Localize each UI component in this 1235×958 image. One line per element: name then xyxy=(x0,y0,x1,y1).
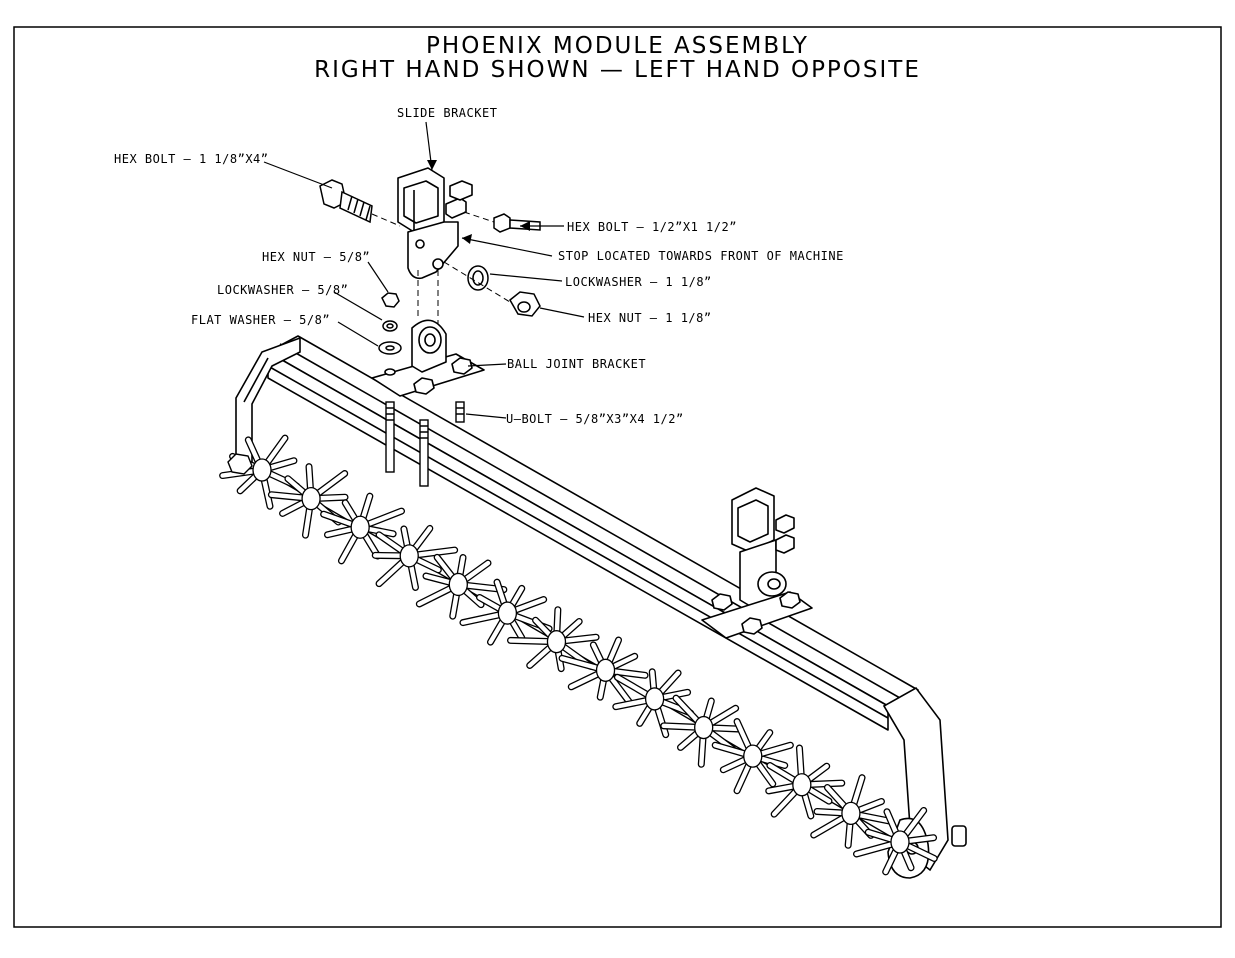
label-hex-bolt-1-1-8: HEX BOLT — 1 1/8”X4” xyxy=(114,153,269,165)
hub-disc xyxy=(351,516,369,538)
hub-disc xyxy=(400,545,418,567)
slide-bracket xyxy=(398,168,472,278)
label-ball-joint-bracket: BALL JOINT BRACKET xyxy=(507,358,646,370)
title-line-2: RIGHT HAND SHOWN — LEFT HAND OPPOSITE xyxy=(0,59,1235,82)
label-u-bolt: U—BOLT — 5/8”X3”X4 1/2” xyxy=(506,413,684,425)
label-hex-nut-1-1-8: HEX NUT — 1 1/8” xyxy=(588,312,712,324)
label-lockwasher-5-8: LOCKWASHER — 5/8” xyxy=(217,284,348,296)
tine-hub xyxy=(324,496,402,561)
label-hex-nut-5-8: HEX NUT — 5/8” xyxy=(262,251,370,263)
hub-disc xyxy=(498,602,516,624)
tine-hub xyxy=(769,748,842,816)
small-hardware-stack xyxy=(379,293,401,354)
label-lockwasher-1-1-8: LOCKWASHER — 1 1/8” xyxy=(565,276,712,288)
hub-disc xyxy=(302,488,320,510)
hub-disc xyxy=(547,631,565,653)
tine-hub xyxy=(562,640,645,702)
label-flat-washer-5-8: FLAT WASHER — 5/8” xyxy=(191,314,330,326)
title-line-1: PHOENIX MODULE ASSEMBLY xyxy=(0,35,1235,58)
hub-disc xyxy=(646,688,664,710)
bolt-centerline xyxy=(372,214,400,226)
right-slide-bracket xyxy=(702,488,812,638)
hub-disc xyxy=(695,717,713,739)
label-stop: STOP LOCATED TOWARDS FRONT OF MACHINE xyxy=(558,250,844,262)
hub-disc xyxy=(744,745,762,767)
hex-bolt-1-2 xyxy=(494,214,540,232)
label-slide-bracket: SLIDE BRACKET xyxy=(397,107,497,119)
hub-disc xyxy=(891,831,909,853)
hub-disc xyxy=(597,659,615,681)
hub-disc xyxy=(842,802,860,824)
hub-disc xyxy=(253,459,271,481)
hub-disc xyxy=(449,573,467,595)
hub-disc xyxy=(793,774,811,796)
hex-nut-1-1-8 xyxy=(510,292,540,316)
label-hex-bolt-1-2: HEX BOLT — 1/2”X1 1/2” xyxy=(567,221,737,233)
